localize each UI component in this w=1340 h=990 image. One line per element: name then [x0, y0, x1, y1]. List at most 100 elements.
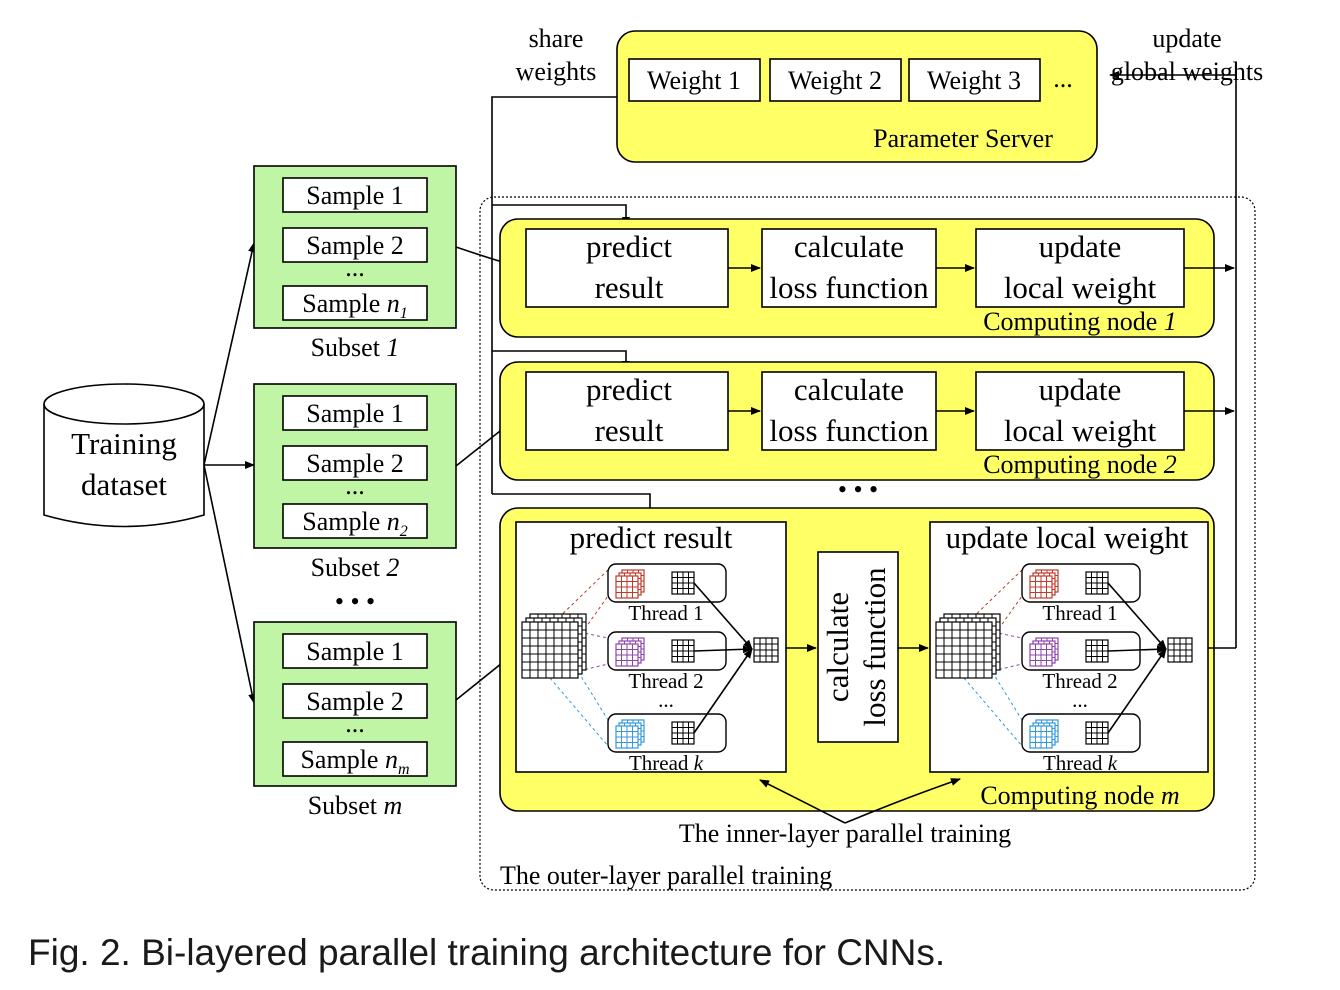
- step-label: calculate: [794, 372, 904, 407]
- grid-icon: [1085, 571, 1109, 595]
- weight-2-label: Weight 2: [788, 66, 882, 95]
- merged-grid-icon: [1167, 637, 1193, 663]
- subset-ellipsis: • • •: [335, 587, 375, 616]
- weight-box-2: [769, 58, 902, 102]
- grid-icon: [671, 571, 695, 595]
- predict-threads: Thread 1 Thread 2 Thread k...: [521, 563, 779, 775]
- inner-layer-label: The inner-layer parallel training: [679, 819, 1011, 848]
- node-ellipsis: • • •: [838, 475, 878, 504]
- sample-label-last: Sample nm: [300, 745, 409, 778]
- loss-box: [761, 371, 937, 451]
- figure-caption: Fig. 2. Bi-layered parallel training arc…: [28, 932, 945, 973]
- colored-grid-icon: [1029, 569, 1059, 599]
- subset-label: Subset m: [308, 791, 403, 820]
- grid-icon: [671, 721, 695, 745]
- sample-box-last: [282, 741, 428, 777]
- predict-result-title: predict result: [570, 520, 733, 555]
- loss-function-box-m: [817, 551, 899, 743]
- feature-map-layer: [935, 621, 993, 679]
- thread-label: Thread k: [629, 751, 704, 775]
- stack-layer: [1029, 575, 1053, 599]
- update-threads: Thread 1 Thread 2 Thread k...: [935, 563, 1193, 775]
- loss-label-2: loss function: [857, 567, 892, 727]
- share-weights-label-2: weights: [516, 57, 597, 86]
- update-global-line: [1109, 71, 1237, 648]
- step-label: update: [1039, 372, 1122, 407]
- grid-icon: [1085, 639, 1109, 663]
- update-global-label-2: global weights: [1111, 57, 1263, 86]
- update-global-label-1: update: [1152, 24, 1221, 53]
- step-label: loss function: [769, 270, 929, 305]
- update-box: [975, 371, 1185, 451]
- predict-box: [525, 228, 729, 308]
- colored-grid-icon: [1029, 719, 1059, 749]
- thread-label: Thread 2: [1042, 669, 1117, 693]
- step-label: local weight: [1004, 270, 1157, 305]
- sample-box: [282, 227, 428, 263]
- weight-1-label: Weight 1: [647, 66, 741, 95]
- sample-ellipsis: ...: [345, 253, 365, 282]
- thread-label: Thread 2: [628, 669, 703, 693]
- step-label: predict: [586, 229, 672, 264]
- subset-1: Sample 1 Sample 2... Sample n1 Subset 1: [253, 165, 457, 362]
- stack-layer: [1029, 725, 1053, 749]
- sample-box: [282, 683, 428, 719]
- sample-label: Sample 1: [306, 181, 404, 210]
- sample-box-last: [282, 503, 428, 539]
- weight-ellipsis: ...: [1053, 64, 1073, 93]
- weight-3-label: Weight 3: [927, 66, 1021, 95]
- stack-layer: [1029, 643, 1053, 667]
- step-label: result: [595, 270, 664, 305]
- sample-box: [282, 395, 428, 431]
- thread-label: Thread 1: [1042, 601, 1117, 625]
- sample-box: [282, 177, 428, 213]
- training-dataset-cylinder: Training dataset: [43, 383, 205, 528]
- sample-label-last: Sample n1: [302, 289, 408, 322]
- sample-label: Sample 2: [306, 687, 404, 716]
- grid-icon: [1085, 721, 1109, 745]
- merged-grid-icon: [753, 637, 779, 663]
- sample-label-last: Sample n2: [302, 507, 408, 540]
- dataset-label-2: dataset: [81, 467, 167, 502]
- subset-label: Subset 2: [311, 553, 400, 582]
- sample-ellipsis: ...: [345, 709, 365, 738]
- outer-layer-label: The outer-layer parallel training: [500, 861, 832, 890]
- dataset-label-1: Training: [71, 426, 177, 461]
- weight-box-1: [628, 58, 761, 102]
- share-weights-label-1: share: [529, 24, 584, 53]
- outer-layer-region: [479, 196, 1256, 891]
- share-weights-line: [491, 96, 617, 494]
- grid-icon: [671, 639, 695, 663]
- thread-label: Thread k: [1043, 751, 1118, 775]
- update-local-weight-title: update local weight: [946, 520, 1189, 555]
- colored-grid-icon: [615, 569, 645, 599]
- sample-label: Sample 1: [306, 399, 404, 428]
- step-label: update: [1039, 229, 1122, 264]
- sample-label: Sample 2: [306, 231, 404, 260]
- loss-label-1: calculate: [820, 592, 855, 702]
- colored-grid-icon: [615, 719, 645, 749]
- stack-layer: [615, 643, 639, 667]
- sample-box-last: [282, 285, 428, 321]
- thread-ellipsis: ...: [1072, 688, 1088, 712]
- computing-node-m-label: Computing node m: [980, 781, 1179, 810]
- step-label: loss function: [769, 413, 929, 448]
- parameter-server-label: Parameter Server: [873, 124, 1053, 153]
- colored-grid-icon: [1029, 637, 1059, 667]
- parameter-server: Weight 1 Weight 2 Weight 3 ... Parameter…: [616, 30, 1098, 163]
- sample-box: [282, 633, 428, 669]
- sample-box: [282, 445, 428, 481]
- computing-node-label: Computing node 1: [983, 307, 1177, 336]
- subset-m: Sample 1 Sample 2... Sample nm Subset m: [253, 621, 457, 820]
- thread-label: Thread 1: [628, 601, 703, 625]
- colored-grid-icon: [615, 637, 645, 667]
- sample-label: Sample 2: [306, 449, 404, 478]
- thread-ellipsis: ...: [658, 688, 674, 712]
- sample-label: Sample 1: [306, 637, 404, 666]
- stack-layer: [615, 575, 639, 599]
- subset-label: Subset 1: [311, 333, 400, 362]
